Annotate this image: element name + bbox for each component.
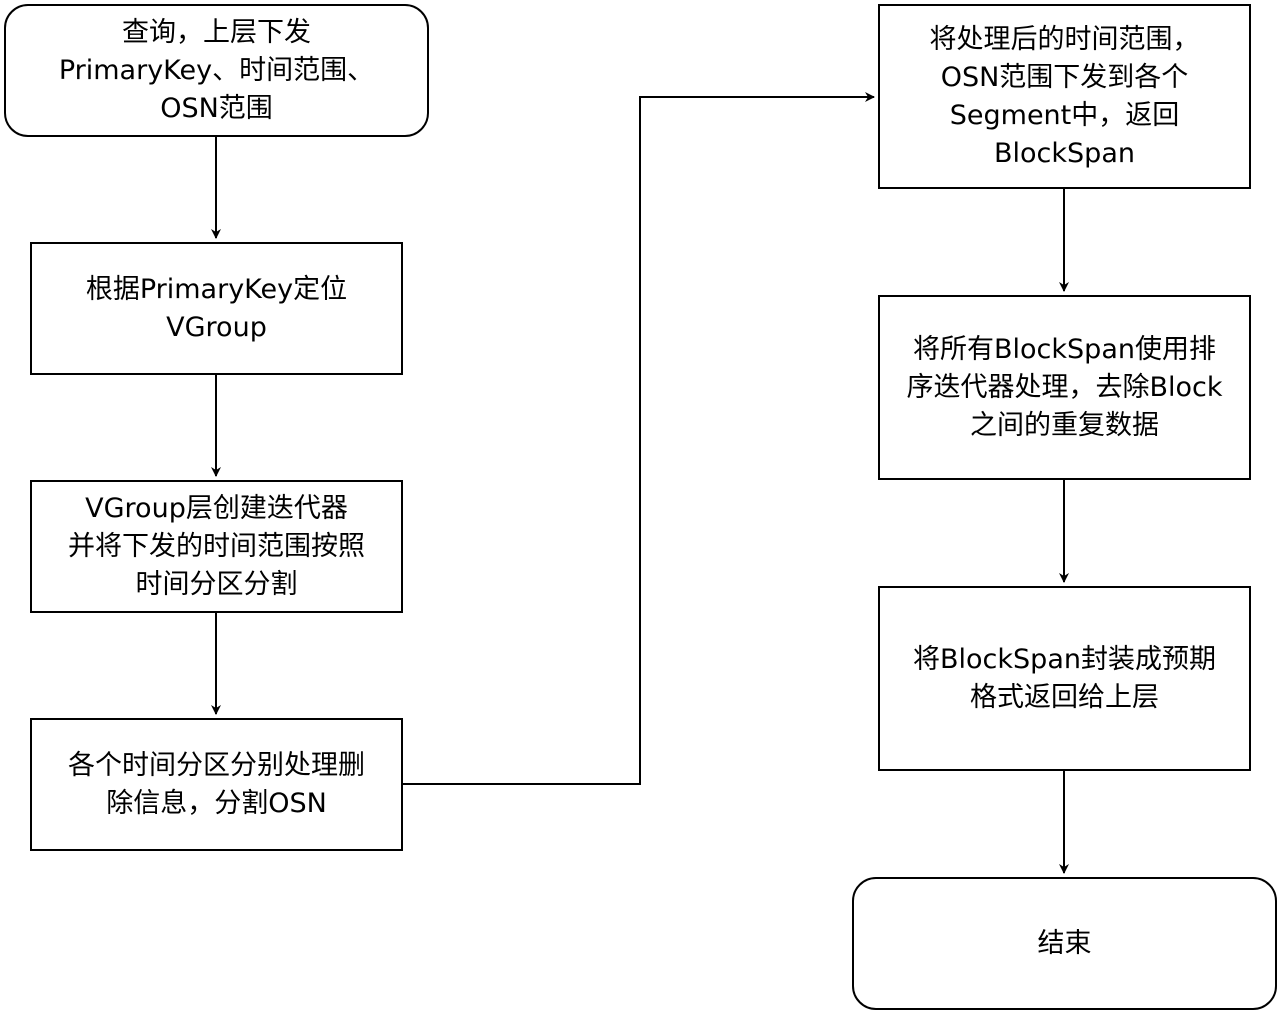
partition-process-step: 各个时间分区分别处理删 除信息，分割OSN	[30, 718, 403, 851]
end-node: 结束	[852, 877, 1277, 1010]
create-iterator-step: VGroup层创建迭代器 并将下发的时间范围按照 时间分区分割	[30, 480, 403, 613]
arrow-partition-to-segment	[403, 92, 875, 785]
merge-dedup-step: 将所有BlockSpan使用排 序迭代器处理，去除Block 之间的重复数据	[878, 295, 1251, 480]
start-node: 查询，上层下发 PrimaryKey、时间范围、 OSN范围	[4, 4, 429, 137]
format-return-step: 将BlockSpan封装成预期 格式返回给上层	[878, 586, 1251, 771]
locate-vgroup-step: 根据PrimaryKey定位 VGroup	[30, 242, 403, 375]
segment-dispatch-step: 将处理后的时间范围， OSN范围下发到各个 Segment中，返回 BlockS…	[878, 4, 1251, 189]
